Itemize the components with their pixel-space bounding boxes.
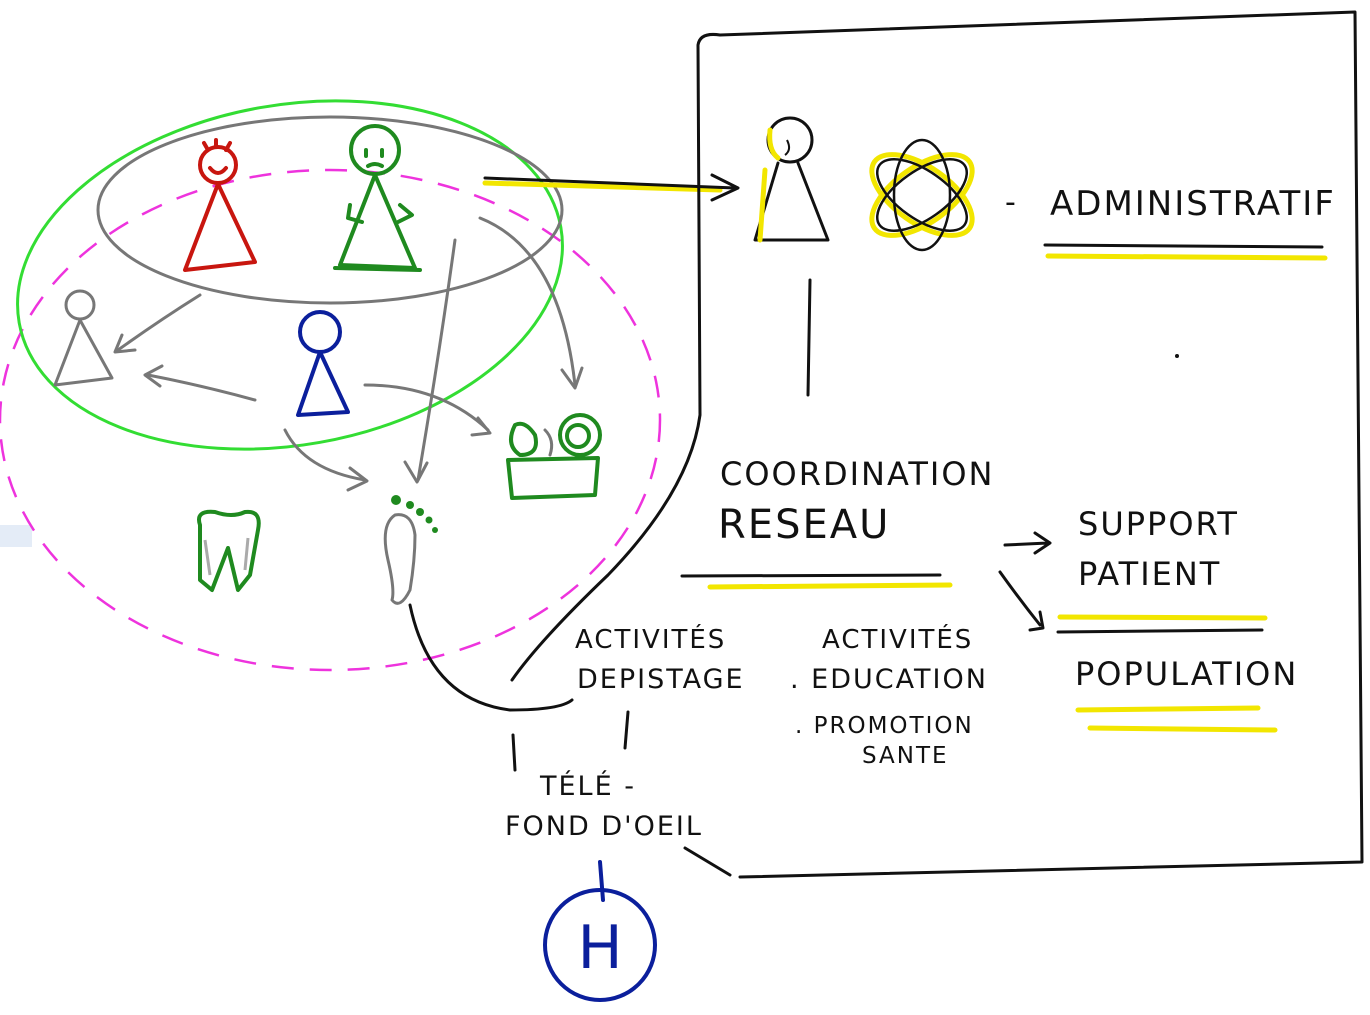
footprint-icon bbox=[383, 495, 438, 605]
sante-label: SANTE bbox=[862, 743, 949, 769]
tele-label: TÉLÉ - bbox=[539, 770, 636, 802]
depistage-label: DEPISTAGE bbox=[577, 664, 745, 695]
admin-coordination-line bbox=[806, 278, 812, 397]
admin-box-outline bbox=[510, 10, 1364, 879]
grey-ellipse bbox=[96, 115, 564, 305]
promotion-label: . PROMOTION bbox=[795, 713, 974, 739]
education-label: . EDUCATION bbox=[790, 664, 988, 695]
administratif-label: ADMINISTRATIF bbox=[1050, 184, 1336, 224]
green-worried-person-icon bbox=[333, 124, 422, 272]
arrow-to-support bbox=[1003, 531, 1052, 555]
grey-arrows bbox=[113, 216, 584, 492]
left-edge-strip bbox=[0, 525, 32, 547]
fruit-basket-icon bbox=[506, 413, 602, 500]
admin-person-icon bbox=[753, 116, 830, 243]
patient-highlight-1 bbox=[1057, 614, 1268, 621]
stray-dot bbox=[1175, 354, 1179, 358]
coordination-underline bbox=[680, 573, 942, 578]
activites-depistage-label: ACTIVITÉS bbox=[575, 623, 726, 655]
population-highlight-2 bbox=[1087, 725, 1278, 733]
population-highlight-1 bbox=[1075, 705, 1261, 713]
red-happy-person-icon bbox=[183, 138, 257, 272]
administratif-highlight bbox=[1045, 253, 1328, 261]
depistage-to-tele-line-2 bbox=[623, 710, 630, 750]
administratif-underline bbox=[1043, 243, 1324, 249]
activites-education-label: ACTIVITÉS bbox=[822, 623, 973, 655]
fond-oeil-label: FOND D'OEIL bbox=[505, 811, 703, 842]
grey-person-icon bbox=[53, 289, 114, 387]
patient-label: PATIENT bbox=[1078, 555, 1221, 593]
patient-underline bbox=[1056, 628, 1264, 634]
arrow-to-population bbox=[998, 570, 1045, 632]
coordination-highlight bbox=[707, 582, 953, 590]
coordination-label: COORDINATION bbox=[720, 455, 994, 493]
reseau-label: RESEAU bbox=[718, 502, 890, 548]
support-label: SUPPORT bbox=[1078, 505, 1239, 543]
arrow-to-admin bbox=[482, 173, 740, 202]
foot-to-depistage-curve bbox=[408, 603, 574, 712]
hospital-letter: H bbox=[577, 913, 622, 983]
magenta-dashed-ellipse bbox=[0, 168, 662, 672]
dash-label: - bbox=[1005, 185, 1018, 220]
hospital-icon: H bbox=[543, 860, 657, 1002]
atom-icon bbox=[869, 138, 975, 252]
tooth-icon bbox=[197, 509, 261, 592]
blue-person-icon bbox=[296, 310, 350, 417]
tele-connector-line bbox=[683, 846, 732, 877]
depistage-to-tele-line-1 bbox=[511, 733, 517, 772]
population-label: POPULATION bbox=[1075, 655, 1298, 693]
green-ellipse bbox=[16, 99, 564, 451]
